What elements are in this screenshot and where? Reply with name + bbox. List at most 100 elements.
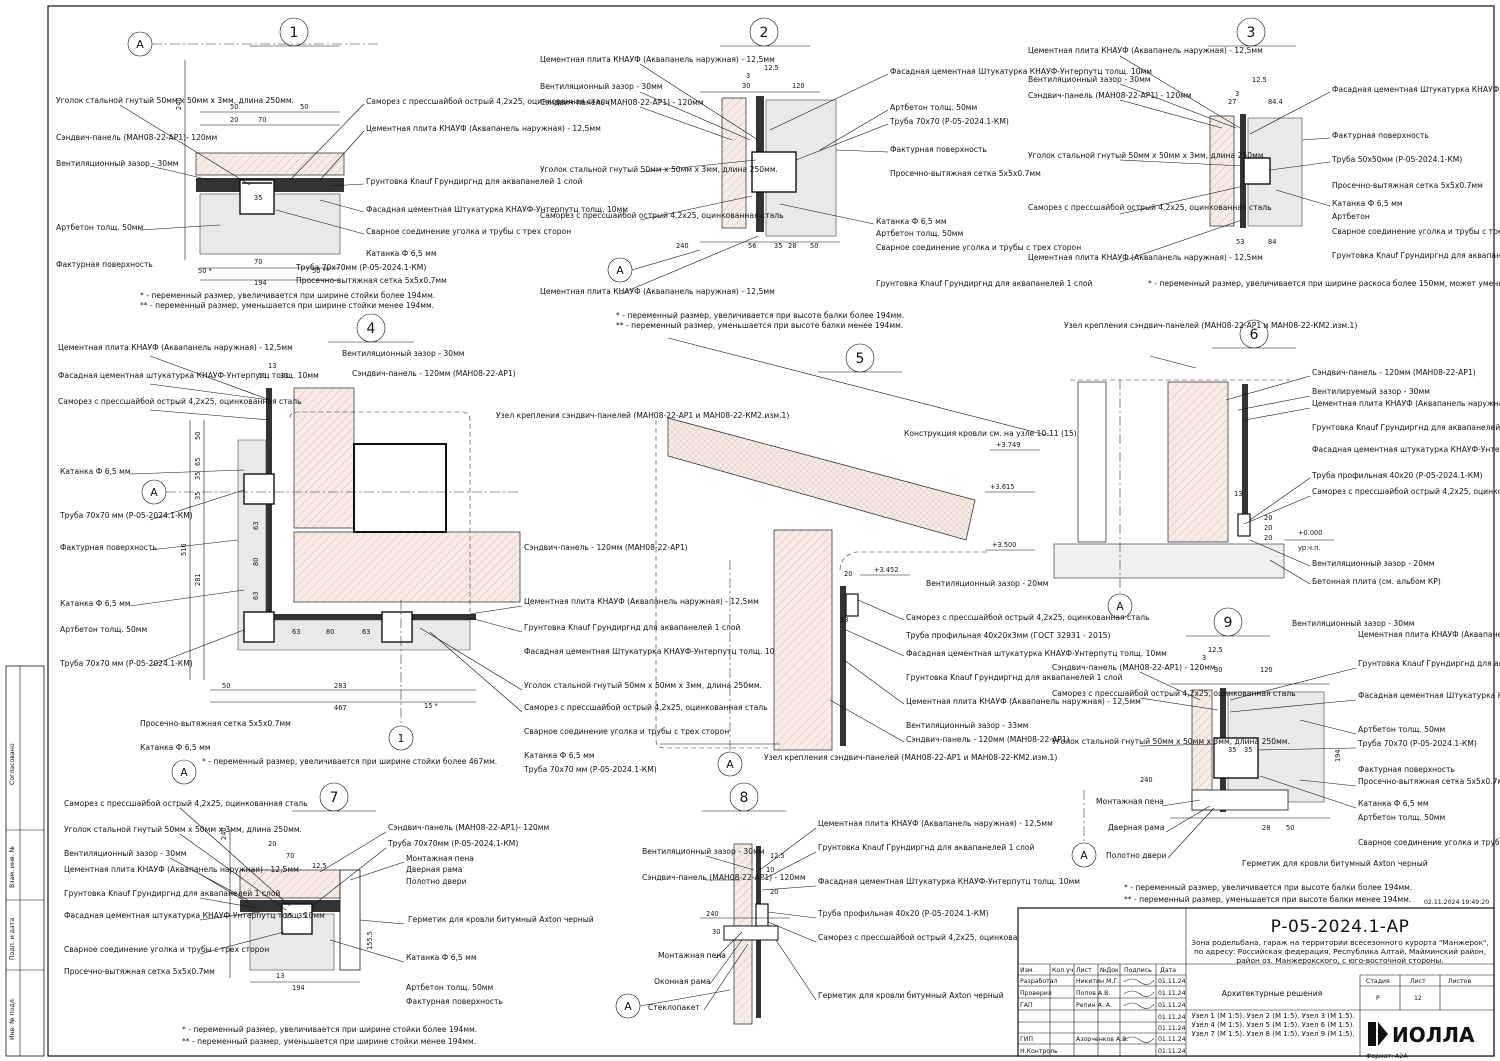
callout: Цементная плита КНАУФ (Аквапанель наружн… xyxy=(1028,253,1263,262)
callout: Вентиляционный зазор - 30мм xyxy=(1028,75,1151,84)
signer-role: Разработал xyxy=(1020,977,1058,985)
dim: 13 xyxy=(1234,490,1242,498)
dim: 20 xyxy=(1264,514,1272,522)
side-stamp-replace: Взам. инв. № xyxy=(9,846,16,888)
signer-role: ГАП xyxy=(1020,1002,1033,1009)
steel-tube xyxy=(751,151,797,193)
sheets-header: Листов xyxy=(1448,978,1471,985)
section-name: Архитектурные решения xyxy=(1222,989,1323,998)
node-8: 8 12.5 10 20 240 30 А Вентиляционный заз… xyxy=(615,782,1080,1025)
callouts-right: Саморез с прессшайбой острый 4,2х25, оци… xyxy=(829,599,1167,744)
dim: 10 xyxy=(766,866,774,874)
node-number: 2 xyxy=(760,25,769,41)
sandwich-panel xyxy=(239,869,341,899)
callout: Катанка Ф 6,5 мм xyxy=(60,467,131,476)
dim: 516 xyxy=(180,543,188,556)
dim: 3 xyxy=(1235,90,1239,98)
door-frame xyxy=(339,869,361,971)
signature xyxy=(1123,990,1155,997)
node-number: 4 xyxy=(367,321,376,337)
callout: Сэндвич-панель (МАН08-22-АР1) - 120мм xyxy=(540,98,704,107)
note: * - переменный размер, увеличивается при… xyxy=(140,291,435,300)
callout: Сэндвич-панель - 120мм (МАН08-22-АР1) xyxy=(524,543,688,552)
callout: Грунтовка Knauf Грундиргнд для аквапанел… xyxy=(1312,423,1500,432)
logo-mark-icon xyxy=(1368,1022,1388,1046)
dim: 3 xyxy=(1202,654,1206,662)
callout: Катанка Ф 6,5 мм xyxy=(140,743,211,752)
axis-ref: 1 xyxy=(398,732,405,745)
callout: Катанка Ф 6,5 мм xyxy=(60,599,131,608)
callout: Артбетон толщ. 50мм xyxy=(60,625,148,634)
callouts-left: Цементная плита КНАУФ (Аквапанель наружн… xyxy=(58,343,319,668)
dim: 63 xyxy=(252,522,260,530)
callouts-left: Саморез с прессшайбой острый 4,2х25, оци… xyxy=(64,799,325,976)
callout: Дверная рама xyxy=(1108,823,1164,832)
callout: Труба 70х70мм (Р-05-2024.1-КМ) xyxy=(295,263,426,272)
dim: 120 xyxy=(1260,666,1273,674)
dim: 281 xyxy=(194,573,202,586)
callout: Саморез с прессшайбой острый 4,2х25, оци… xyxy=(906,613,1150,622)
callout: Труба 70х70мм (Р-05-2024.1-КМ) xyxy=(387,839,518,848)
callout: Узел крепления сэндвич-панелей (МАН08-22… xyxy=(496,411,789,420)
stamp-header: Лист xyxy=(1076,967,1092,974)
dim: 65 xyxy=(194,458,202,466)
note: * - переменный размер, увеличивается при… xyxy=(202,757,497,766)
dim: 28 xyxy=(1262,824,1270,832)
callout: Грунтовка Knauf Грундиргнд для аквапанел… xyxy=(366,177,582,186)
callout: Уголок стальной гнутый 50мм х 50мм х 3мм… xyxy=(1028,151,1266,160)
callout: Сэндвич-панель (МАН08-22-АР1)- 120мм xyxy=(56,133,217,142)
callout: Цементная плита КНАУФ (Аквапанель наружн… xyxy=(906,697,1141,706)
callout: Стеклопакет xyxy=(648,1003,700,1012)
signer-name: Попов А.В. xyxy=(1076,990,1110,997)
callout: Вентиляционный зазор - 33мм xyxy=(906,721,1029,730)
level-mark: +0.000 xyxy=(1298,529,1322,537)
note: ** - переменный размер, уменьшается при … xyxy=(140,301,434,310)
signer-date: 01.11.24 xyxy=(1158,1025,1186,1032)
note: ** - переменный размер, уменьшается при … xyxy=(1124,895,1411,904)
callout: Фасадная цементная Штукатурка КНАУФ-Унте… xyxy=(818,877,1080,886)
dim: 240 xyxy=(676,242,689,250)
callout: Артбетон толщ. 50мм xyxy=(1358,725,1446,734)
level-mark: ур.ч.п. xyxy=(1298,544,1321,552)
callouts-left: Уголок стальной гнутый 50мм х 50мм х 3мм… xyxy=(56,96,294,269)
dim: 50 xyxy=(300,103,308,111)
callout: Просечно-вытяжная сетка 5х5х0.7мм xyxy=(140,719,291,728)
node-4: 4 А 1 13 10 33 50 35 35 65 516 63 80 6 xyxy=(58,313,789,785)
callout: Цементная плита КНАУФ (Аквапанель наружн… xyxy=(64,865,299,874)
title-block: Р-05-2024.1-АР Зона родельбана, гараж на… xyxy=(1017,907,1495,1057)
side-stamp-sign: Подп. и дата xyxy=(9,918,16,960)
callout: Саморез с прессшайбой острый 4,2х25, оци… xyxy=(1052,689,1296,698)
callout: Цементная плита КНАУФ (Аквапанель наружн… xyxy=(540,287,775,296)
note: * - переменный размер, увеличивается при… xyxy=(182,1025,477,1034)
callout: Артбетон толщ. 50мм xyxy=(406,983,494,992)
callout: Сэндвич-панель (МАН08-22-АР1) - 120мм xyxy=(1028,91,1192,100)
dim: 33 xyxy=(280,372,288,380)
door-frame xyxy=(1191,789,1289,811)
callout: Цементная плита КНАУФ (Аквапанель наружн… xyxy=(1312,399,1500,408)
callout: Фасадная цементная штукатурка КНАУФ-Унте… xyxy=(58,371,319,380)
callout: Бетонная плита (см. альбом КР) xyxy=(1312,577,1441,586)
callout: Фактурная поверхность xyxy=(1332,131,1429,140)
callouts-right: Сэндвич-панель - 120мм (МАН08-22-АР1) Ве… xyxy=(1225,368,1500,586)
level-mark: +3.452 xyxy=(874,566,898,574)
callouts-right: Фасадная цементная Штукатурка КНАУФ-Унте… xyxy=(1249,85,1500,260)
dim: 283 xyxy=(334,682,347,690)
signer-role: ГИП xyxy=(1020,1036,1033,1043)
stage-value: Р xyxy=(1376,995,1380,1002)
callout: Катанка Ф 6,5 мм xyxy=(366,249,437,258)
level-mark: +3.500 xyxy=(992,541,1016,549)
dim: 20 xyxy=(770,888,778,896)
note: * - переменный размер, увеличивается при… xyxy=(1124,883,1412,892)
profile-tube xyxy=(845,593,859,617)
callout: Узел крепления сэндвич-панелей (МАН08-22… xyxy=(1064,321,1357,330)
signature xyxy=(1123,1002,1155,1009)
callout: Полотно двери xyxy=(1106,851,1167,860)
callout: Фактурная поверхность xyxy=(1358,765,1455,774)
callout: Сварное соединение уголка и трубы с трех… xyxy=(876,243,1081,252)
dim: 35 xyxy=(254,194,262,202)
cement-board-layer xyxy=(266,388,272,624)
dim: 50 xyxy=(1286,824,1294,832)
dim: 12.5 xyxy=(764,64,779,72)
callout: Грунтовка Knauf Грундиргнд для аквапанел… xyxy=(1332,251,1500,260)
dim: 84.4 xyxy=(1268,98,1283,106)
